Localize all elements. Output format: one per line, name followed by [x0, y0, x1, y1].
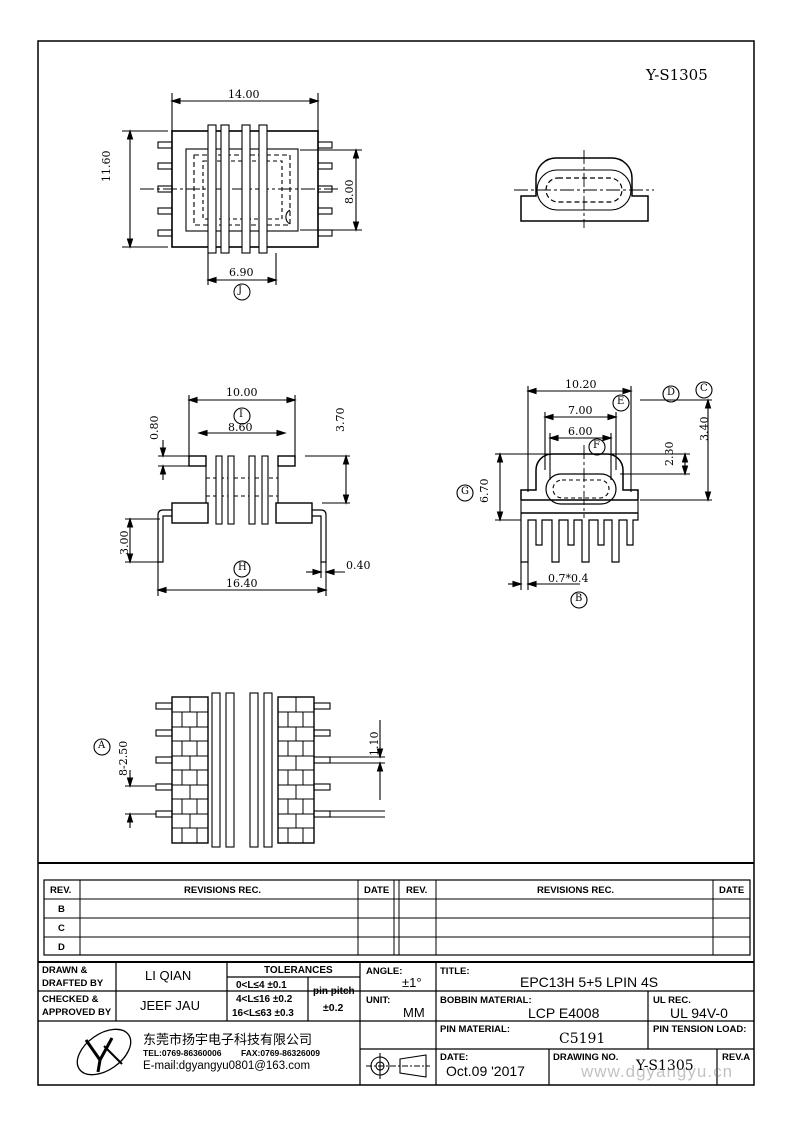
bobbin-label: BOBBIN MATERIAL: — [440, 995, 532, 1006]
ref-c: C — [700, 383, 708, 394]
pin-material-label: PIN MATERIAL: — [440, 1024, 511, 1035]
company-tel: TEL:0769-86360006 — [143, 1048, 222, 1058]
drawing-no-value: Y-S1305 — [636, 1058, 694, 1074]
drawn-by: LI QIAN — [145, 968, 192, 983]
dim-top-height: 11.60 — [100, 150, 113, 183]
dim-front-top: 10.00 — [226, 386, 258, 399]
company-email: E-mail:dgyangyu0801@163.com — [143, 1060, 311, 1072]
dim-top-width: 14.00 — [228, 88, 260, 101]
drawing-no-label: DRAWING NO. — [553, 1052, 619, 1063]
tolerances-label: TOLERANCES — [264, 965, 333, 976]
pin-pitch-label: pin pitch — [313, 986, 355, 997]
rev-row-d: D — [58, 942, 65, 953]
dim-front-flange: 0.80 — [148, 415, 161, 441]
sheet-border — [37, 40, 755, 1086]
ref-i: I — [239, 409, 243, 420]
unit-value: MM — [403, 1005, 425, 1020]
ref-b: B — [575, 593, 583, 604]
dim-front-height: 3.70 — [334, 407, 347, 433]
drawn-label-2: DRAFTED BY — [42, 978, 104, 989]
checked-label-1: CHECKED & — [42, 994, 99, 1005]
front-view — [125, 395, 350, 596]
dim-bottom-pitch: 8-2.50 — [117, 740, 130, 776]
date-header-right: DATE — [719, 885, 745, 896]
dim-side-outer: 10.20 — [565, 378, 597, 391]
dim-side-pin: 0.7*0.4 — [548, 572, 589, 585]
rev-label: REV.A — [722, 1052, 751, 1063]
dim-front-thick: 0.40 — [346, 559, 371, 572]
tol-row-2: 4<L≤16 ±0.2 — [236, 994, 293, 1005]
ref-f: F — [593, 440, 600, 451]
side-view — [456, 381, 713, 609]
date-label: DATE: — [440, 1052, 469, 1063]
pin-tension-label: PIN TENSION LOAD: — [653, 1024, 747, 1035]
checked-label-2: APPROVED BY — [42, 1007, 112, 1018]
dim-side-h1: 2.30 — [663, 441, 676, 467]
rev-header-left: REV. — [50, 885, 72, 896]
bottom-view — [93, 692, 385, 848]
dim-front-inner: 8.60 — [228, 421, 253, 434]
checked-by: JEEF JAU — [140, 998, 200, 1013]
rev-row-b: B — [58, 904, 65, 915]
ref-a: A — [98, 740, 106, 751]
angle-value: ±1° — [402, 975, 422, 990]
dim-side-h2: 3.40 — [698, 416, 711, 442]
ref-d: D — [667, 387, 676, 398]
projection-symbol-icon — [366, 1053, 430, 1079]
company-logo-icon — [76, 1028, 132, 1076]
revision-table-lines — [38, 862, 754, 956]
unit-label: UNIT: — [366, 995, 391, 1006]
ref-h: H — [238, 562, 247, 573]
ref-e: E — [617, 396, 625, 407]
dim-front-leg: 3.00 — [118, 530, 131, 556]
date-value: Oct.09 '2017 — [446, 1063, 525, 1079]
drawing-code-top: Y-S1305 — [646, 66, 708, 84]
tol-row-1: 0<L≤4 ±0.1 — [236, 980, 287, 991]
angle-label: ANGLE: — [366, 966, 403, 977]
company-name: 东莞市扬宇电子科技有限公司 — [143, 1032, 313, 1047]
rec-header-left: REVISIONS REC. — [184, 885, 262, 896]
dim-side-inner: 6.00 — [568, 425, 593, 438]
dim-side-mid: 7.00 — [568, 404, 593, 417]
ref-g: G — [461, 486, 469, 497]
watermark: www.dgyangyu.cn — [581, 1062, 734, 1081]
company-fax: FAX:0769-86326009 — [241, 1048, 320, 1058]
title-value: EPC13H 5+5 LPIN 4S — [520, 974, 659, 990]
rev-row-c: C — [58, 923, 65, 934]
ul-value: UL 94V-0 — [670, 1005, 728, 1021]
rec-header-right: REVISIONS REC. — [537, 885, 615, 896]
end-view-top — [514, 150, 654, 228]
rev-header-right: REV. — [406, 885, 428, 896]
dim-side-height: 6.70 — [478, 478, 491, 504]
drawn-label-1: DRAWN & — [42, 965, 88, 976]
dim-top-inner: 8.00 — [343, 179, 356, 205]
pin-pitch-value: ±0.2 — [323, 1002, 344, 1014]
ul-label: UL REC. — [653, 995, 691, 1006]
date-header-left: DATE — [364, 885, 390, 896]
title-block-lines — [38, 961, 754, 1085]
top-view — [122, 93, 362, 301]
title-label: TITLE: — [440, 966, 470, 977]
dim-bottom-pin: 1.10 — [368, 731, 381, 757]
pin-material-value: C5191 — [559, 1031, 606, 1047]
ref-j: J — [238, 285, 243, 296]
tol-row-3: 16<L≤63 ±0.3 — [232, 1008, 294, 1019]
dim-front-total: 16.40 — [226, 577, 258, 590]
bobbin-value: LCP E4008 — [528, 1005, 600, 1021]
dim-top-pins: 6.90 — [229, 266, 254, 279]
